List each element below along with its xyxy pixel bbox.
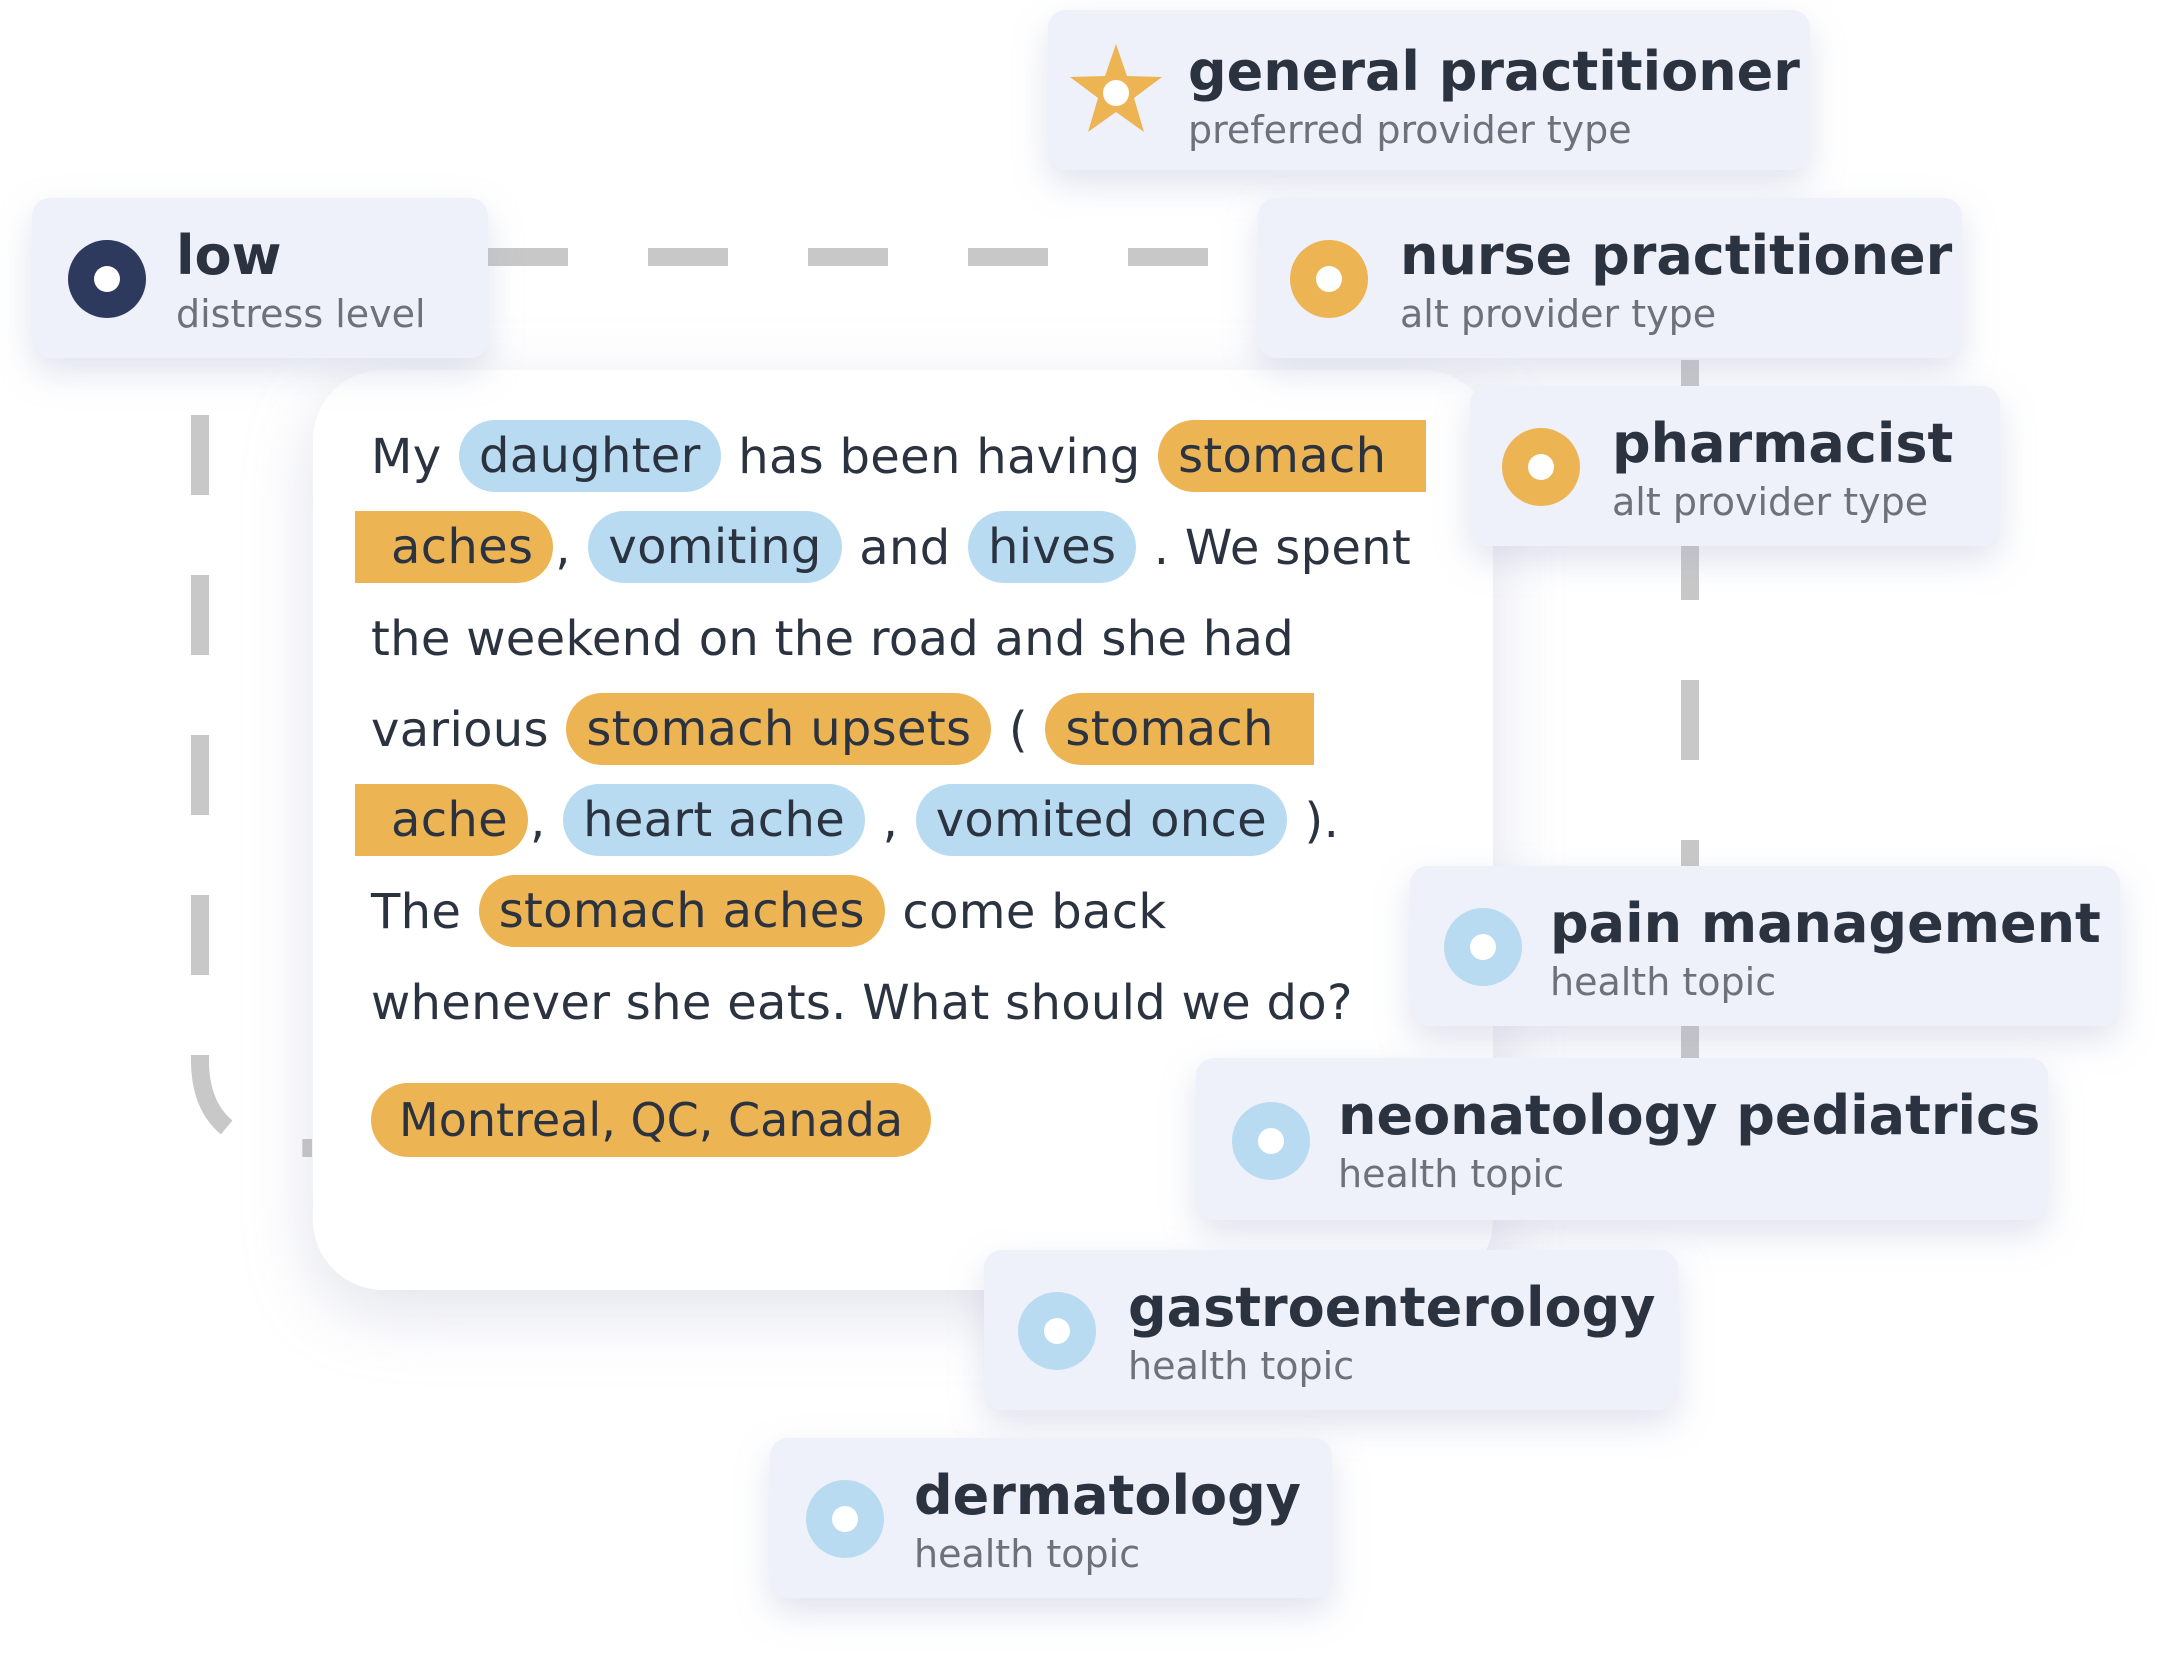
tag-subtitle: alt provider type — [1400, 292, 1717, 336]
entity-chip-vomited-once[interactable]: vomited once — [915, 784, 1287, 856]
tag-title: pharmacist — [1612, 412, 1954, 475]
distress-level-dot-icon — [68, 240, 146, 318]
message-word: various — [371, 702, 565, 758]
tag-subtitle: health topic — [1550, 960, 1777, 1004]
message-word: whenever she eats. What should we do? — [371, 975, 1353, 1031]
location-chip[interactable]: Montreal, QC, Canada — [371, 1083, 932, 1157]
entity-chip-hives[interactable]: hives — [968, 511, 1137, 583]
message-word: come back — [886, 884, 1167, 940]
message-word: , — [555, 520, 587, 576]
tag-pain-management[interactable]: pain management health topic — [1410, 866, 2120, 1026]
tag-low[interactable]: low distress level — [32, 198, 488, 358]
tag-subtitle: preferred provider type — [1188, 108, 1632, 152]
message-line: various stomach upsets ( stomach — [371, 685, 1451, 776]
message-word: , — [529, 793, 562, 849]
entity-chip-stomach-ache-part2[interactable]: ache — [355, 784, 528, 856]
message-word: . We spent — [1138, 520, 1412, 576]
tag-neonatology-pediatrics[interactable]: neonatology pediatrics health topic — [1196, 1058, 2048, 1220]
entity-chip-stomach-upsets[interactable]: stomach upsets — [566, 693, 992, 765]
tag-nurse-practitioner[interactable]: nurse practitioner alt provider type — [1258, 198, 1962, 358]
message-line: My daughter has been having stomach — [371, 412, 1451, 503]
entity-chip-heart-ache[interactable]: heart ache — [563, 784, 866, 856]
message-text: My daughter has been having stomach ache… — [355, 412, 1451, 1049]
tag-title: dermatology — [914, 1464, 1301, 1527]
message-line: whenever she eats. What should we do? — [371, 958, 1451, 1049]
tag-title: nurse practitioner — [1400, 224, 1953, 287]
tag-general-practitioner[interactable]: general practitioner preferred provider … — [1048, 10, 1810, 170]
tag-subtitle: health topic — [1128, 1344, 1355, 1388]
tag-dermatology[interactable]: dermatology health topic — [770, 1438, 1332, 1598]
message-card: My daughter has been having stomach ache… — [313, 370, 1493, 1290]
message-word: ( — [993, 702, 1044, 758]
tag-title: pain management — [1550, 892, 2101, 955]
tag-title: neonatology pediatrics — [1338, 1084, 2041, 1147]
star-icon — [1070, 44, 1162, 132]
message-word: and — [843, 520, 967, 576]
connector-low-to-card — [191, 415, 312, 1157]
provider-dot-icon — [1290, 240, 1368, 318]
entity-chip-stomach-aches-part1[interactable]: stomach — [1158, 420, 1427, 492]
tag-title: gastroenterology — [1128, 1276, 1656, 1339]
message-line: ache, heart ache , vomited once ). — [355, 776, 1451, 867]
health-topic-dot-icon — [1232, 1102, 1310, 1180]
tag-subtitle: alt provider type — [1612, 480, 1929, 524]
message-line: the weekend on the road and she had — [371, 594, 1451, 685]
message-word: ). — [1288, 793, 1340, 849]
message-word: the weekend on the road and she had — [371, 611, 1294, 667]
entity-chip-stomach-aches[interactable]: stomach aches — [478, 875, 885, 947]
health-topic-dot-icon — [806, 1480, 884, 1558]
provider-dot-icon — [1502, 428, 1580, 506]
health-topic-dot-icon — [1444, 908, 1522, 986]
tag-gastroenterology[interactable]: gastroenterology health topic — [984, 1250, 1678, 1410]
message-word: , — [867, 793, 914, 849]
health-topic-dot-icon — [1018, 1292, 1096, 1370]
tag-subtitle: health topic — [914, 1532, 1141, 1576]
message-word: The — [371, 884, 477, 940]
tag-subtitle: distress level — [176, 292, 426, 336]
message-word: My — [371, 429, 457, 485]
entity-chip-vomiting[interactable]: vomiting — [588, 511, 842, 583]
tag-subtitle: health topic — [1338, 1152, 1565, 1196]
tag-title: low — [176, 224, 282, 287]
entity-chip-stomach-aches-part2[interactable]: aches — [355, 511, 554, 583]
entity-chip-stomach-ache-part1[interactable]: stomach — [1045, 693, 1314, 765]
message-word: has been having — [722, 429, 1157, 485]
message-line: The stomach aches come back — [371, 867, 1451, 958]
message-line: aches, vomiting and hives . We spent — [355, 503, 1451, 594]
tag-title: general practitioner — [1188, 40, 1800, 103]
entity-chip-daughter[interactable]: daughter — [458, 420, 721, 492]
tag-pharmacist[interactable]: pharmacist alt provider type — [1470, 386, 2000, 546]
